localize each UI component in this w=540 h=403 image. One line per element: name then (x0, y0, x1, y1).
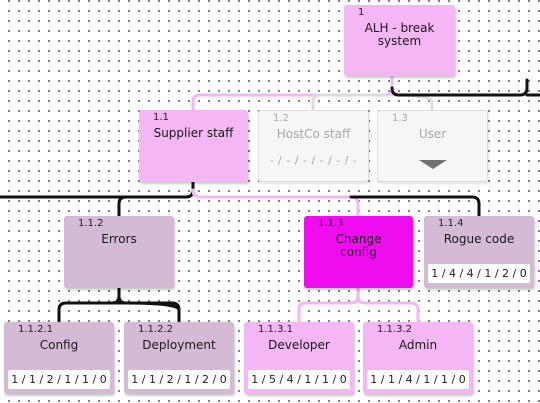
node-id: 1.1.2 (78, 218, 104, 229)
node-stats: 1 / 1 / 2 / 1 / 1 / 0 (8, 370, 110, 389)
node-id: 1.2 (273, 113, 289, 124)
node-id: 1.1.2.2 (138, 324, 173, 335)
node-developer[interactable]: 1.1.3.1 Developer 1 / 5 / 4 / 1 / 1 / 0 (244, 322, 354, 394)
node-id: 1.1.3 (318, 218, 344, 229)
connector-root-to-1-1 (191, 74, 394, 112)
node-user[interactable]: 1.3 User (377, 110, 488, 182)
connector-1-1-to-1-1-4 (349, 195, 481, 218)
connector-root-offscreen (390, 78, 529, 97)
connector-1-1-to-1-1-3 (191, 188, 360, 218)
node-label: Admin (398, 338, 438, 352)
connector-1-1-2-to-children (57, 286, 181, 324)
node-label: User (418, 127, 447, 141)
node-rogue-code[interactable]: 1.1.4 Rogue code 1 / 4 / 4 / 1 / 2 / 0 (424, 216, 534, 288)
node-label: Config (39, 338, 79, 352)
connector-root-to-1-3 (390, 93, 434, 112)
node-label: Errors (101, 232, 137, 246)
node-label: Developer (268, 338, 330, 352)
node-hostco-staff[interactable]: 1.2 HostCo staff - / - / - / - / - / - (258, 110, 369, 182)
node-label: Change config (335, 232, 382, 259)
node-stats: 1 / 1 / 2 / 1 / 2 / 0 (128, 370, 230, 389)
node-label: ALH - break system (364, 21, 435, 48)
node-config[interactable]: 1.1.2.1 Config 1 / 1 / 2 / 1 / 1 / 0 (4, 322, 114, 394)
node-label: Supplier staff (153, 126, 234, 140)
node-root[interactable]: 1 ALH - break system (344, 5, 455, 76)
node-id: 1 (358, 7, 365, 18)
node-admin[interactable]: 1.1.3.2 Admin 1 / 1 / 4 / 1 / 1 / 0 (363, 322, 473, 394)
node-stats: 1 / 5 / 4 / 1 / 1 / 0 (248, 370, 350, 389)
node-supplier-staff[interactable]: 1.1 Supplier staff (139, 110, 248, 182)
node-id: 1.1.3.2 (377, 324, 412, 335)
node-label: HostCo staff (276, 127, 351, 141)
node-id: 1.1.4 (438, 218, 464, 229)
node-id: 1.3 (392, 113, 408, 124)
connector-1-1-3-to-children (297, 286, 420, 324)
node-stats: - / - / - / - / - / - (269, 154, 358, 167)
connector-1-1-to-1-1-2 (117, 180, 195, 218)
connector-root-to-1-2 (311, 93, 387, 112)
node-label: Deployment (142, 338, 216, 352)
node-stats: 1 / 1 / 4 / 1 / 1 / 0 (367, 370, 469, 389)
node-deployment[interactable]: 1.1.2.2 Deployment 1 / 1 / 2 / 1 / 2 / 0 (124, 322, 234, 394)
node-id: 1.1.2.1 (18, 324, 53, 335)
node-id: 1.1.3.1 (258, 324, 293, 335)
chevron-down-icon[interactable] (418, 160, 447, 169)
node-label: Rogue code (443, 232, 515, 246)
node-errors[interactable]: 1.1.2 Errors (64, 216, 174, 288)
node-id: 1.1 (153, 112, 169, 123)
node-stats: 1 / 4 / 4 / 1 / 2 / 0 (428, 264, 530, 283)
node-change-config[interactable]: 1.1.3 Change config (304, 216, 413, 288)
